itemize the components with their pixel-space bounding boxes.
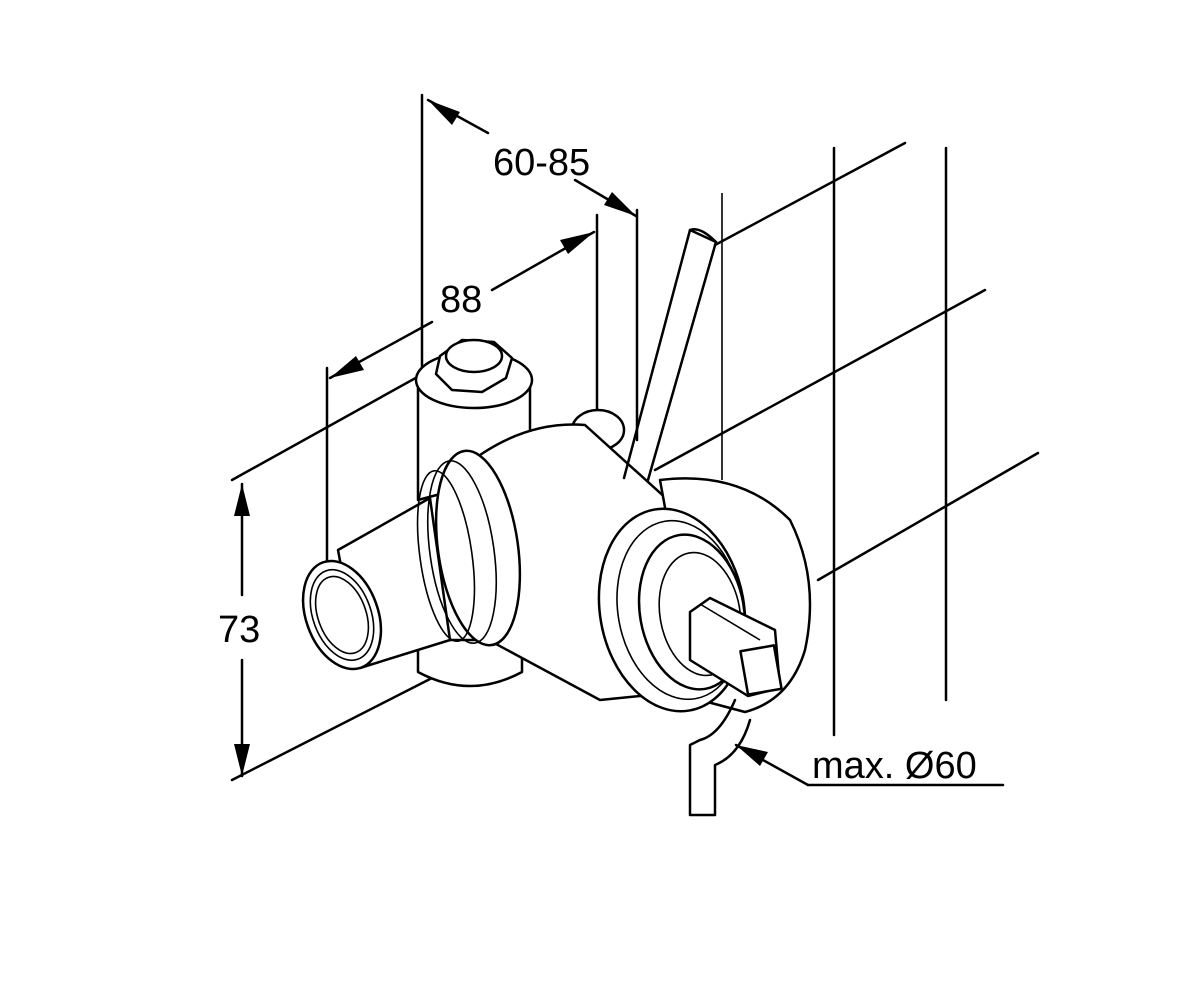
dimension-label-height: 73: [218, 609, 260, 651]
guide-lines: [230, 141, 1040, 782]
dimension-label-depth: 60-85: [493, 142, 590, 184]
dimension-height: 73: [218, 482, 260, 778]
dimension-depth: 60-85: [426, 98, 638, 218]
dimension-label-width: 88: [440, 279, 482, 321]
valve-body: [301, 228, 812, 817]
dimension-diameter: max. Ø60: [734, 743, 1005, 787]
dimension-label-diameter: max. Ø60: [812, 745, 977, 787]
dimension-width: 88: [328, 230, 596, 380]
